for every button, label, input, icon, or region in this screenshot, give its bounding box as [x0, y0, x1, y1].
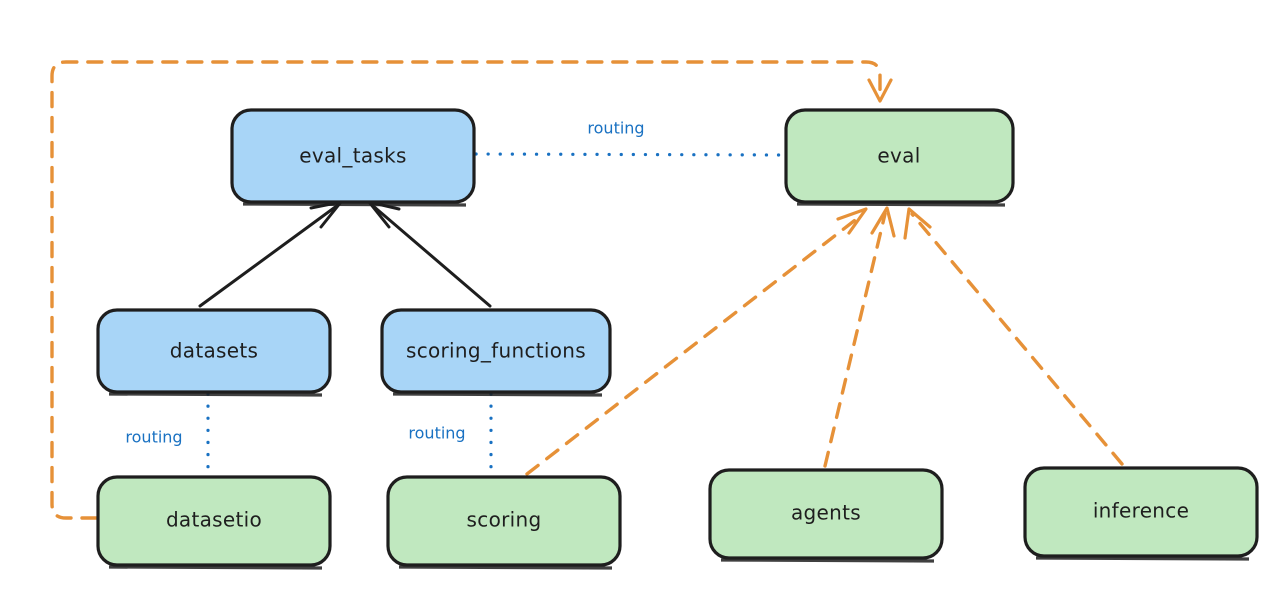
edge-eval-tasks-to-eval-path [474, 152, 786, 157]
edge-datasetio-to-eval-path [50, 60, 882, 520]
node-datasets-box[interactable] [96, 308, 332, 394]
node-agents-shadow [720, 558, 935, 563]
edge-scoring-to-eval-arrowhead [836, 207, 868, 235]
node-inference[interactable]: inference [1023, 466, 1259, 561]
node-inference-box[interactable] [1023, 466, 1259, 558]
edge-label-routing-datasetio: routing [125, 428, 182, 447]
node-scoring-box[interactable] [386, 475, 622, 567]
node-agents-box[interactable] [708, 468, 944, 560]
edge-scoring-functions-to-scoring: routing [408, 392, 493, 478]
node-eval-tasks-shadow [242, 202, 467, 207]
edge-agents-to-eval [823, 206, 896, 468]
node-inference-label: inference [1093, 499, 1189, 523]
node-eval[interactable]: eval [784, 108, 1015, 207]
node-eval-shadow [796, 202, 1006, 207]
edge-inference-to-eval-path [910, 212, 1124, 466]
node-scoring-label: scoring [467, 508, 542, 532]
node-datasetio-label: datasetio [166, 508, 262, 532]
edge-scoring-functions-to-eval-tasks [367, 200, 492, 308]
edge-agents-to-eval-arrowhead [870, 206, 896, 238]
node-scoring-functions[interactable]: scoring_functions [380, 308, 612, 397]
node-datasets[interactable]: datasets [96, 308, 332, 397]
edge-datasetio-to-eval-arrowhead [867, 78, 893, 103]
node-inference-shadow [1035, 556, 1250, 561]
node-scoring-functions-box[interactable] [380, 308, 612, 394]
edge-eval-tasks-to-eval: routing [474, 119, 786, 157]
edge-datasets-to-eval-tasks [198, 200, 343, 308]
edge-datasets-to-datasetio: routing [125, 392, 210, 478]
edge-datasetio-to-eval [50, 60, 893, 520]
node-datasets-label: datasets [170, 339, 258, 363]
node-datasetio-box[interactable] [96, 475, 332, 567]
edge-agents-to-eval-path [823, 212, 887, 468]
edge-scoring-to-eval [525, 207, 868, 476]
node-datasets-shadow [108, 392, 323, 397]
node-scoring[interactable]: scoring [386, 475, 622, 570]
edge-inference-to-eval [903, 207, 1124, 466]
edge-inference-to-eval-arrowhead [903, 207, 932, 240]
node-eval-tasks-box[interactable] [230, 108, 476, 204]
edge-label-routing-scoring: routing [408, 424, 465, 443]
node-agents[interactable]: agents [708, 468, 944, 563]
node-eval-tasks-label: eval_tasks [299, 144, 406, 168]
node-scoring-functions-shadow [392, 392, 603, 397]
node-eval-box[interactable] [784, 108, 1015, 204]
node-datasetio[interactable]: datasetio [96, 475, 332, 570]
edge-datasets-to-eval-tasks-path [198, 203, 340, 308]
node-eval-label: eval [877, 144, 920, 168]
edge-scoring-functions-to-eval-tasks-path [370, 203, 492, 308]
node-scoring-shadow [398, 565, 613, 570]
node-datasetio-shadow [108, 565, 323, 570]
node-agents-label: agents [791, 501, 861, 525]
node-scoring-functions-label: scoring_functions [406, 339, 586, 363]
node-eval-tasks[interactable]: eval_tasks [230, 108, 476, 207]
edge-label-routing-eval: routing [587, 119, 644, 138]
edge-scoring-to-eval-path [525, 212, 865, 476]
